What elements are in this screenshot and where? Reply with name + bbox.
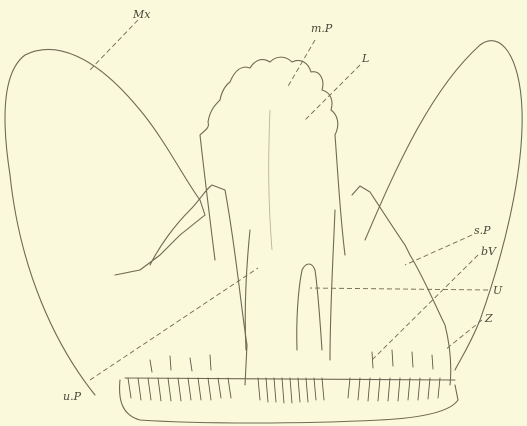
leader-z [445,320,482,350]
central-tongue [297,264,322,350]
median-lobe [200,57,345,260]
central-tooth-comb [258,378,324,403]
right-tooth-comb [348,378,440,401]
leader-sp [405,235,472,265]
label-u: U [493,284,503,297]
left-maxilla [5,50,205,395]
left-tooth-comb [128,378,231,401]
leader-mx [88,20,138,72]
right-lobe [352,186,451,385]
leader-mp [287,40,315,88]
label-mp: m.P [311,22,333,35]
basal-plate [120,380,458,423]
label-z: Z [484,312,493,325]
label-sp: s.P [474,224,491,237]
spines [150,350,433,372]
leader-u [310,288,488,290]
leader-lines [88,20,488,380]
right-maxilla [365,41,522,370]
label-up: u.P [63,390,82,403]
label-l: L [361,52,369,65]
label-bv: bV [481,245,497,258]
leader-up [90,268,258,380]
label-mx: Mx [132,8,151,21]
leader-bv [370,255,478,362]
